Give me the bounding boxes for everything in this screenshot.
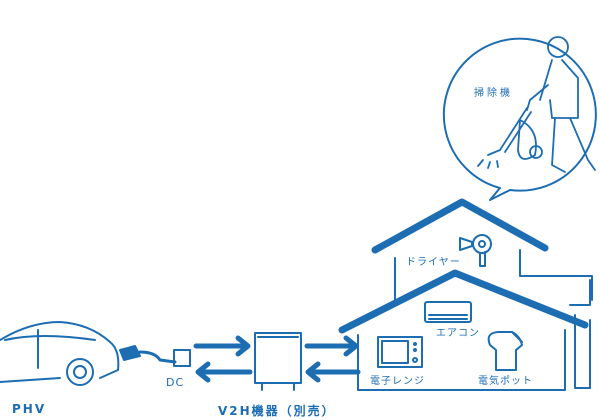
lower-house [338,269,591,391]
vacuum-person-illustration [477,36,596,173]
aircon-label: エアコン [436,328,480,339]
vacuum-label: 掃除機 [474,88,513,99]
electric-pot-icon [487,331,523,371]
car-illustration [0,321,120,386]
microwave-icon [377,336,423,368]
v2h-label: V2H機器（別売） [218,404,336,418]
dc-box [173,349,191,367]
arrows-car-v2h [193,335,253,383]
arrows-v2h-house [304,335,361,383]
pot-label: 電気ポット [478,376,533,387]
upper-house [371,198,593,301]
aircon-icon [424,301,472,323]
speech-bubble [442,37,597,201]
microwave-label: 電子レンジ [370,376,425,387]
hair-dryer-icon [459,234,492,267]
dc-label: DC [166,376,185,389]
v2h-unit [254,332,302,391]
charging-cable [119,345,191,367]
dryer-label: ドライヤー [406,257,461,268]
car-label: PHV [12,402,47,416]
